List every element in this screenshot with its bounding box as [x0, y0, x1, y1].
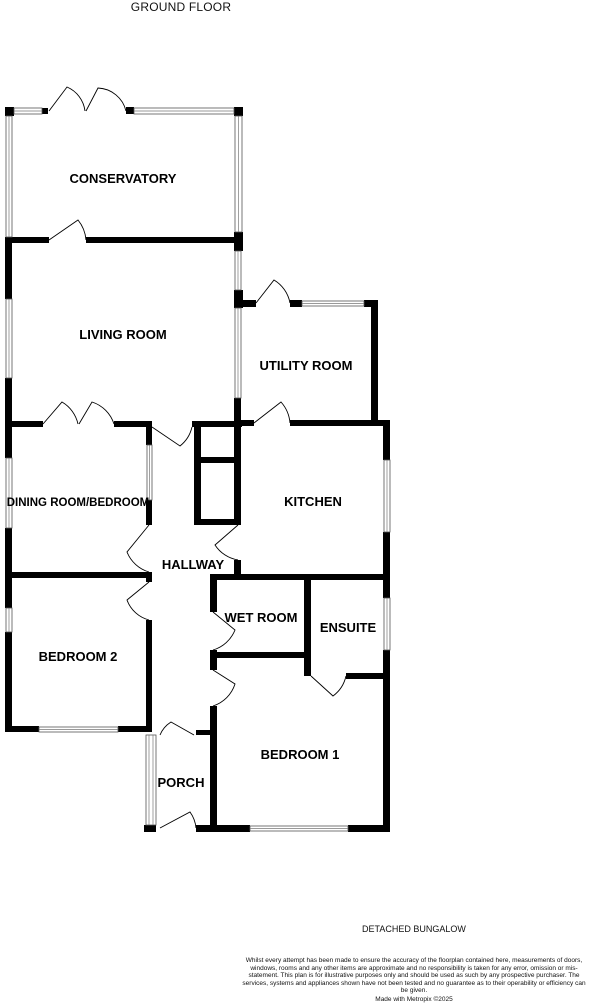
wall-segment — [371, 300, 378, 424]
wall-segment — [5, 107, 14, 116]
door-swing — [42, 401, 79, 425]
wall-segment — [346, 673, 390, 679]
wall-segment — [234, 398, 241, 424]
window — [146, 444, 153, 501]
property-type: DETACHED BUNGALOW — [362, 924, 466, 934]
wall-segment — [146, 500, 152, 525]
wall-segment — [236, 420, 254, 426]
wall-segment — [234, 421, 241, 525]
wall-segment — [144, 825, 156, 832]
window — [145, 734, 157, 826]
wall-segment — [146, 572, 152, 582]
room-label-hallway: HALLWAY — [162, 557, 225, 572]
door-swing — [253, 401, 291, 424]
wall-segment — [5, 528, 12, 608]
wall-segment — [118, 726, 152, 732]
wall-segment — [114, 421, 152, 427]
room-label-bedroom-2: BEDROOM 2 — [39, 649, 118, 664]
wall-segment — [290, 420, 388, 426]
wall-segment — [194, 519, 238, 525]
wall-segment — [383, 650, 390, 832]
wall-segment — [210, 706, 217, 832]
window — [133, 107, 235, 115]
disclaimer-text: Whilst every attempt has been made to en… — [242, 957, 586, 995]
credit-text: Made with Metropix ©2025 — [375, 996, 453, 1003]
wall-segment — [210, 574, 390, 580]
door-swing — [48, 86, 86, 112]
window — [383, 597, 391, 651]
door-swing — [85, 87, 127, 112]
walls — [5, 107, 390, 832]
window — [13, 107, 43, 115]
wall-segment — [234, 107, 243, 116]
wall-segment — [192, 421, 242, 427]
door-swing — [126, 524, 150, 573]
door-swing — [78, 401, 115, 425]
room-label-living-room: LIVING ROOM — [79, 327, 166, 342]
door-swing — [159, 811, 197, 829]
window — [5, 298, 13, 379]
wall-segment — [238, 300, 256, 307]
window — [5, 607, 13, 633]
wall-segment — [5, 237, 12, 299]
wall-segment — [42, 108, 48, 114]
wall-segment — [383, 574, 390, 598]
room-label-ensuite: ENSUITE — [320, 620, 377, 635]
wall-segment — [196, 825, 250, 832]
door-swing — [214, 524, 239, 561]
door-swing — [126, 581, 150, 621]
door-swing — [159, 721, 195, 736]
wall-segment — [194, 421, 201, 525]
door-swing — [310, 675, 347, 697]
door-swing — [255, 279, 291, 304]
wall-segment — [146, 421, 152, 445]
wall-segment — [5, 632, 12, 732]
windows — [5, 107, 391, 832]
room-label-wet-room: WET ROOM — [225, 610, 298, 625]
door-swing — [48, 219, 87, 241]
wall-segment — [210, 650, 217, 670]
floor-title: GROUND FLOOR — [130, 0, 232, 14]
room-label-conservatory: CONSERVATORY — [70, 171, 177, 186]
wall-segment — [196, 730, 216, 735]
room-label-dining-room: DINING ROOM/BEDROOM — [7, 497, 149, 509]
door-swing — [212, 669, 236, 707]
wall-segment — [210, 574, 217, 612]
window — [38, 726, 119, 733]
wall-segment — [5, 378, 12, 458]
window — [234, 250, 242, 291]
wall-segment — [290, 300, 302, 307]
wall-segment — [234, 290, 243, 308]
window — [249, 825, 349, 832]
window — [234, 115, 243, 233]
wall-segment — [210, 652, 310, 658]
wall-segment — [304, 574, 311, 676]
wall-segment — [5, 572, 149, 578]
room-label-kitchen: KITCHEN — [284, 494, 342, 509]
wall-segment — [126, 107, 134, 114]
room-label-porch: PORCH — [158, 775, 205, 790]
wall-segment — [348, 825, 390, 832]
wall-segment — [194, 457, 238, 463]
door-swing — [212, 611, 236, 651]
door-swing — [151, 426, 193, 447]
window — [5, 115, 13, 238]
window — [5, 457, 13, 529]
wall-segment — [383, 532, 390, 580]
wall-segment — [5, 237, 49, 243]
wall-segment — [146, 620, 152, 732]
wall-segment — [5, 726, 39, 732]
room-label-utility-room: UTILITY ROOM — [260, 358, 353, 373]
wall-segment — [383, 420, 390, 460]
room-label-bedroom-1: BEDROOM 1 — [261, 747, 340, 762]
window — [301, 300, 365, 307]
wall-segment — [5, 421, 43, 427]
wall-segment — [234, 560, 241, 578]
wall-segment — [86, 237, 243, 243]
window — [234, 307, 242, 399]
doors — [42, 86, 347, 829]
window — [383, 459, 391, 533]
